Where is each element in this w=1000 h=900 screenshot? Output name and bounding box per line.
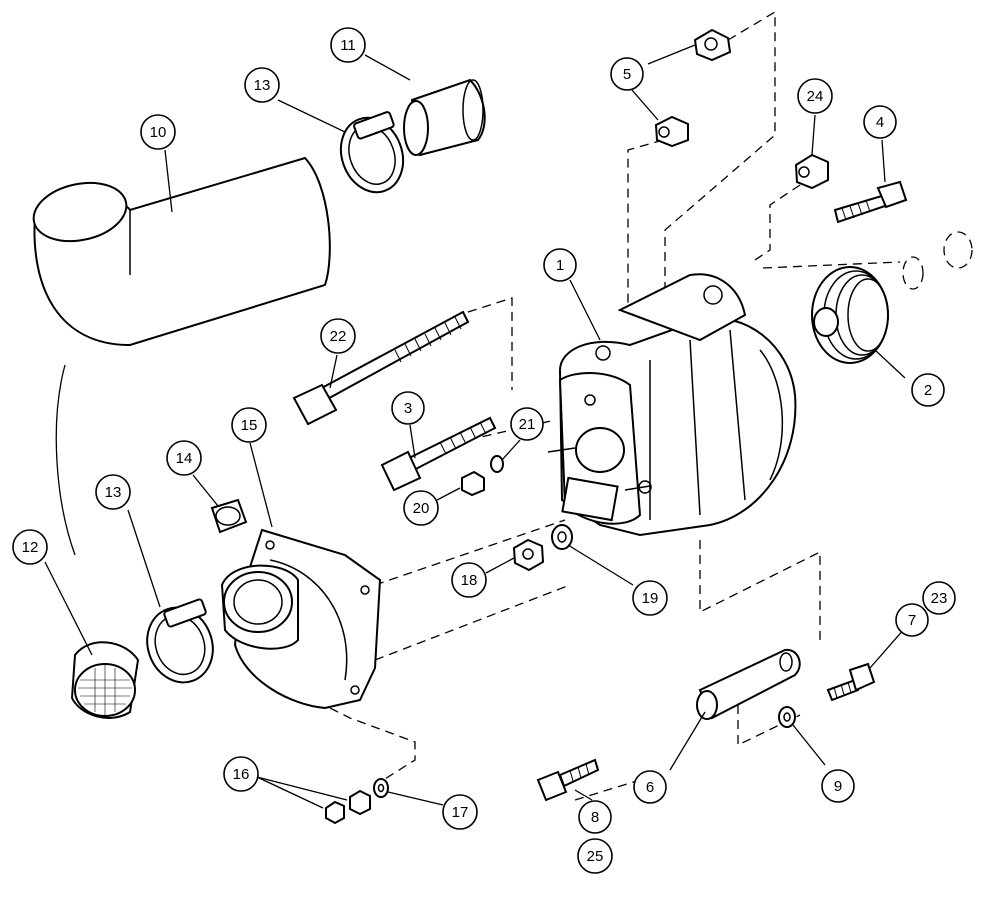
- callout-2: 2: [911, 373, 945, 407]
- callout-14: 14: [166, 440, 202, 476]
- callout-label: 21: [519, 416, 536, 433]
- callout-6: 6: [633, 770, 667, 804]
- callout-11: 11: [330, 27, 366, 63]
- callout-label: 22: [330, 328, 347, 345]
- callout-5: 5: [610, 57, 644, 91]
- callout-label: 25: [587, 848, 604, 865]
- callout-7: 7: [895, 603, 929, 637]
- callout-17: 17: [442, 794, 478, 830]
- callout-18: 18: [451, 562, 487, 598]
- flange-bolt-part: [833, 180, 908, 224]
- leader-lines: [44, 44, 906, 809]
- callout-23: 23: [922, 581, 956, 615]
- callout-1: 1: [543, 248, 577, 282]
- callout-21: 21: [510, 407, 544, 441]
- assembly-dashed-lines: [329, 10, 901, 801]
- screen-cap-part: [70, 641, 140, 719]
- callout-label: 7: [908, 612, 916, 629]
- hose-clamp-upper-part: [339, 111, 405, 194]
- callout-3: 3: [391, 391, 425, 425]
- callout-12: 12: [12, 529, 48, 565]
- curved-arrow: [55, 364, 76, 556]
- callout-label: 10: [150, 124, 167, 141]
- callout-13-lower: 13: [95, 474, 131, 510]
- housing-part: [220, 528, 382, 710]
- callout-25: 25: [577, 838, 613, 874]
- callout-label: 24: [807, 88, 824, 105]
- bolt-3-part: [380, 416, 497, 492]
- callout-label: 23: [931, 590, 948, 607]
- elbow-hose-part: [32, 156, 331, 347]
- callout-label: 8: [591, 809, 599, 826]
- bolt-8-part: [536, 758, 600, 802]
- grommet-part: [210, 498, 248, 534]
- callout-label: 20: [413, 500, 430, 517]
- callout-label: 2: [924, 382, 932, 399]
- pulley-part: [811, 266, 889, 364]
- callout-label: 12: [22, 539, 39, 556]
- callout-label: 13: [254, 77, 271, 94]
- nut-20-part: [461, 470, 485, 497]
- callout-8: 8: [578, 800, 612, 834]
- callout-13-upper: 13: [244, 67, 280, 103]
- washer-17-part: [373, 778, 389, 798]
- callout-label: 19: [642, 590, 659, 607]
- washer-21-part: [490, 455, 504, 473]
- bolt-7-part: [826, 662, 876, 702]
- callout-24: 24: [797, 78, 833, 114]
- callout-label: 18: [461, 572, 478, 589]
- callout-4: 4: [863, 105, 897, 139]
- hose-clamp-lower-part: [146, 598, 214, 684]
- nut-16-a-part: [325, 800, 345, 825]
- alternator-part: [547, 273, 797, 537]
- washer-19-part: [551, 524, 573, 550]
- callout-16: 16: [223, 756, 259, 792]
- callout-label: 3: [404, 400, 412, 417]
- long-bolt-part: [292, 310, 470, 426]
- callout-label: 17: [452, 804, 469, 821]
- callout-label: 13: [105, 484, 122, 501]
- spacer-tube-part: [696, 648, 801, 720]
- nut-16-b-part: [349, 789, 371, 816]
- pulley-nut-dashed: [902, 231, 973, 290]
- sleeve-part: [403, 78, 486, 157]
- flange-nut-upper-part: [693, 28, 732, 62]
- flange-nut-lower-part: [654, 115, 689, 148]
- callout-19: 19: [632, 580, 668, 616]
- callout-label: 1: [556, 257, 564, 274]
- callout-label: 9: [834, 778, 842, 795]
- callout-label: 15: [241, 417, 258, 434]
- callout-22: 22: [320, 318, 356, 354]
- callout-9: 9: [821, 769, 855, 803]
- callout-label: 14: [176, 450, 193, 467]
- callout-10: 10: [140, 114, 176, 150]
- nut-24-part: [794, 153, 829, 190]
- callout-label: 4: [876, 114, 884, 131]
- callout-label: 5: [623, 66, 631, 83]
- callout-label: 6: [646, 779, 654, 796]
- callout-label: 11: [340, 37, 356, 54]
- washer-9-part: [778, 706, 796, 728]
- callout-15: 15: [231, 407, 267, 443]
- nut-18-part: [512, 538, 545, 572]
- callout-20: 20: [403, 490, 439, 526]
- callout-label: 16: [233, 766, 250, 783]
